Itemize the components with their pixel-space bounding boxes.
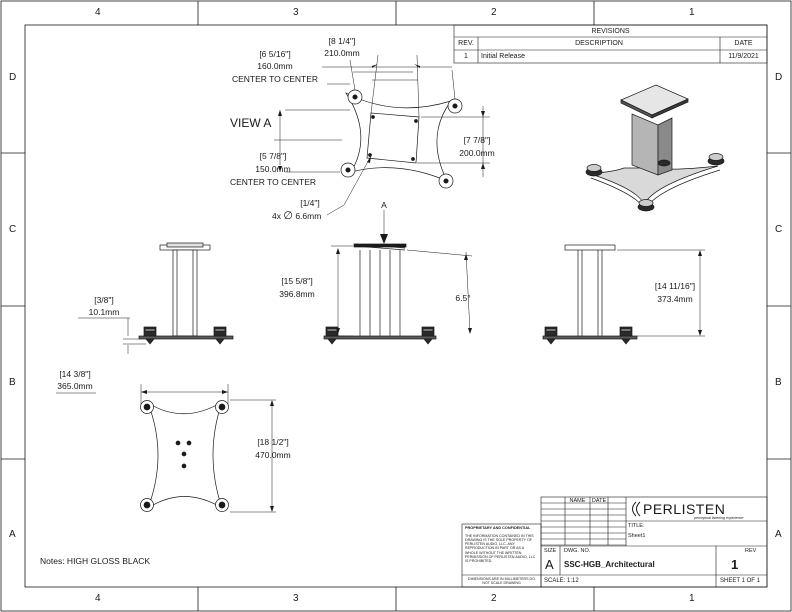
- zone-bottom-4: 4: [95, 593, 101, 604]
- sheet-name: Sheet1: [628, 533, 646, 539]
- plate-height-mm: 200.0mm: [459, 148, 495, 158]
- zone-bottom-1: 1: [689, 593, 695, 604]
- size-label: SIZE: [544, 548, 557, 554]
- revision-date: 11/9/2021: [728, 53, 759, 60]
- center-width-mm: 160.0mm: [257, 61, 293, 71]
- column-height-inch: [14 11/16"]: [654, 281, 696, 291]
- date-header: DATE: [734, 40, 753, 47]
- diameter-symbol: ∅: [283, 210, 293, 222]
- sheet-size: A: [545, 557, 554, 572]
- column-height-mm: 373.4mm: [657, 294, 693, 304]
- revisions-title: REVISIONS: [591, 28, 630, 35]
- proprietary-text: THE INFORMATION CONTAINED IN THIS DRAWIN…: [465, 534, 536, 563]
- brand-tagline: perceptual listening experience: [694, 516, 744, 520]
- rev-header: REV.: [458, 40, 474, 47]
- center-height-note: CENTER TO CENTER: [229, 177, 317, 187]
- notes: Notes: HIGH GLOSS BLACK: [40, 556, 151, 566]
- side-view-left: [138, 242, 234, 345]
- zone-right-b: B: [775, 377, 782, 388]
- side-view-right: [542, 244, 638, 345]
- hole-spec: 4x ∅ 6.6mm: [272, 211, 321, 222]
- zone-top-2: 2: [491, 7, 497, 18]
- view-a-dimensions: [274, 54, 490, 216]
- proprietary-title: PROPRIETARY AND CONFIDENTIAL: [465, 526, 531, 530]
- side-view-right-dims: [617, 249, 705, 337]
- zone-top-1: 1: [689, 7, 695, 18]
- zone-top-3: 3: [293, 7, 299, 18]
- drawing-revision: 1: [731, 557, 739, 572]
- hole-inch: [1/4"]: [300, 198, 320, 208]
- plate-height-inch: [7 7/8"]: [463, 135, 491, 145]
- hole-diameter: 6.6mm: [295, 211, 322, 221]
- plate-width-mm: 210.0mm: [324, 48, 360, 58]
- center-width-inch: [6 5/16"]: [259, 49, 291, 59]
- front-view-arrows: [336, 234, 472, 334]
- tilt-angle: 6.5°: [455, 293, 471, 303]
- zone-right-c: C: [775, 224, 783, 235]
- zone-right-a: A: [775, 529, 782, 540]
- base-height-mm: 470.0mm: [255, 450, 291, 460]
- view-a-arrowheads: [278, 64, 485, 172]
- foot-height-inch: [3/8"]: [94, 295, 114, 305]
- zone-right-d: D: [775, 72, 783, 83]
- center-width-note: CENTER TO CENTER: [231, 74, 319, 84]
- center-height-mm: 150.0mm: [255, 164, 291, 174]
- base-width-inch: [14 3/8"]: [59, 369, 91, 379]
- base-view-dims: [56, 384, 276, 513]
- revision-number: 1: [464, 53, 468, 60]
- view-a-label: VIEW A: [230, 116, 272, 130]
- dwg-no-label: DWG. NO.: [564, 548, 591, 554]
- view-a-plate: [340, 89, 463, 189]
- description-header: DESCRIPTION: [575, 40, 623, 47]
- stand-height-mm: 396.8mm: [279, 289, 315, 299]
- base-width-mm: 365.0mm: [57, 381, 93, 391]
- foot-height-mm: 10.1mm: [88, 307, 120, 317]
- side-view-right-arrows: [698, 250, 702, 336]
- base-height-inch: [18 1/2"]: [257, 437, 289, 447]
- dimensions-note: DIMENSIONS ARE IN MILLIMETERS DO NOT SCA…: [468, 577, 535, 586]
- zone-bottom-3: 3: [293, 593, 299, 604]
- zone-left-c: C: [9, 224, 17, 235]
- perlisten-logo: [632, 501, 641, 517]
- drawing-scale: SCALE: 1:12: [544, 578, 579, 584]
- date-column-header: DATE: [591, 498, 607, 504]
- zone-left-d: D: [9, 72, 17, 83]
- side-view-left-dim: [78, 317, 146, 354]
- front-view: [323, 243, 437, 345]
- zone-top-4: 4: [95, 7, 101, 18]
- brand-name: PERLISTEN: [643, 501, 726, 517]
- plate-width-inch: [8 1/4"]: [328, 36, 356, 46]
- revisions-table: [453, 24, 768, 64]
- drawing-number: SSC-HGB_Architectural: [564, 560, 655, 569]
- revision-description: Initial Release: [481, 53, 525, 60]
- name-header: NAME: [569, 498, 586, 504]
- zone-left-b: B: [9, 377, 16, 388]
- title-block: [461, 496, 768, 588]
- zone-bottom-2: 2: [491, 593, 497, 604]
- rev-label: REV: [745, 548, 757, 554]
- hole-count: 4x: [272, 211, 281, 221]
- zone-left-a: A: [9, 529, 16, 540]
- title-label: TITLE:: [628, 523, 645, 529]
- center-height-inch: [5 7/8"]: [259, 151, 287, 161]
- isometric-view: [585, 84, 725, 212]
- base-plate: [140, 400, 229, 512]
- view-a-callout: A: [381, 200, 387, 210]
- sheet-count: SHEET 1 OF 1: [720, 578, 760, 584]
- base-view-arrows: [141, 390, 274, 512]
- front-view-dims: [331, 210, 473, 337]
- stand-height-inch: [15 5/8"]: [281, 276, 313, 286]
